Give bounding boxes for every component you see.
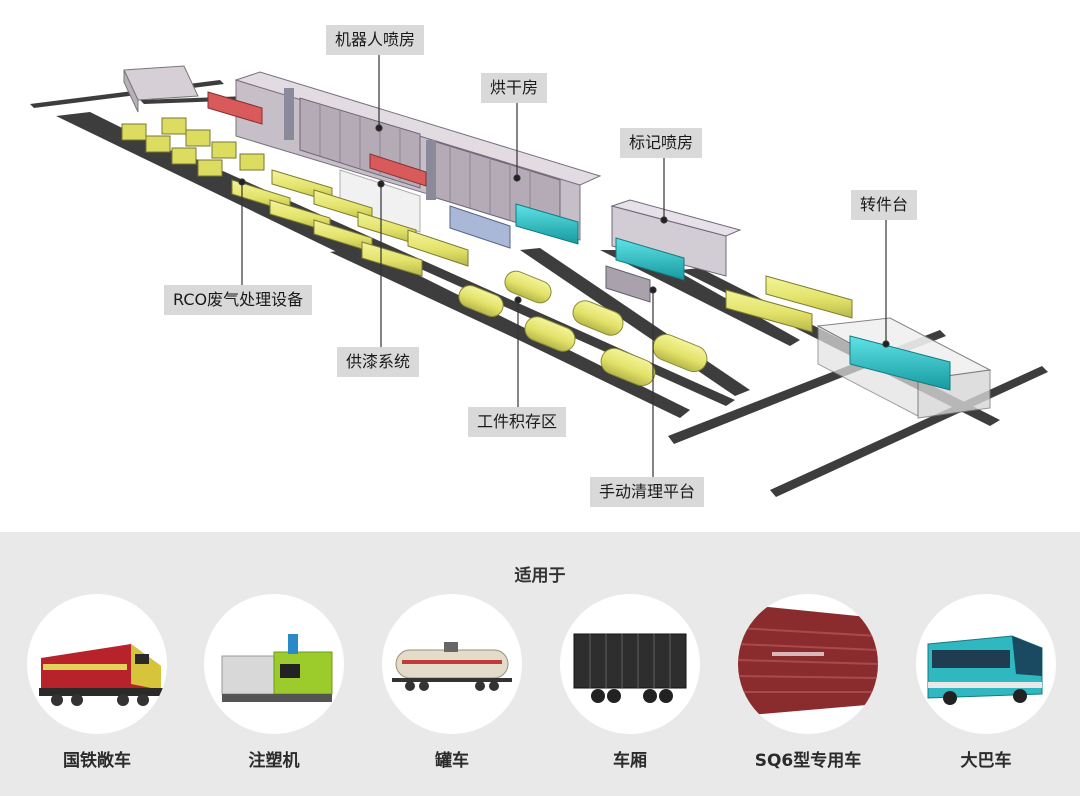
marking-spray-booth [605, 199, 742, 303]
application-item: 国铁敞车 [27, 594, 167, 771]
production-line-illustration [30, 54, 1048, 497]
injection-molding-machine-icon [221, 634, 333, 702]
applications-title: 适用于 [514, 566, 566, 586]
application-label: 大巴车 [960, 751, 1012, 771]
yellow-wagons [231, 169, 469, 277]
callout-marking-spray-booth: 标记喷房 [620, 128, 703, 158]
application-item: 大巴车 [916, 594, 1056, 771]
application-label: SQ6型专用车 [754, 751, 862, 771]
application-image-circle [916, 594, 1056, 734]
rco-carts [121, 117, 265, 177]
sq6-car-body-icon [738, 604, 878, 716]
application-item: 注塑机 [204, 594, 344, 771]
bus-icon [927, 635, 1043, 705]
callout-drying-room: 烘干房 [481, 73, 548, 103]
paint-booth-building [207, 71, 602, 249]
callout-transfer-table: 转件台 [851, 190, 918, 220]
callout-leader-lines [238, 54, 890, 478]
transfer-table-structure [816, 317, 992, 419]
freight-car-icon [573, 633, 687, 703]
callout-robot-spray-booth: 机器人喷房 [326, 25, 425, 55]
application-image-circle [560, 594, 700, 734]
production-line-diagram: 机器人喷房 烘干房 标记喷房 转件台 RCO废气处理设备 供漆系统 工件积存区 … [30, 25, 1048, 507]
transfer-yellow-wagons [725, 275, 853, 333]
applications-panel: 适用于 国铁敞车 注塑机 [0, 532, 1080, 796]
application-item: 罐车 [382, 594, 522, 771]
application-image-circle [382, 594, 522, 734]
callout-workpiece-storage-area: 工件积存区 [468, 407, 567, 437]
application-label: 注塑机 [248, 751, 300, 771]
application-label: 车厢 [613, 751, 647, 771]
application-image-circle [204, 594, 344, 734]
entrance-enclosure [123, 65, 199, 113]
application-image-circle [27, 594, 167, 734]
callout-manual-cleaning-platform: 手动清理平台 [590, 477, 705, 507]
application-label: 国铁敞车 [63, 751, 131, 771]
tank-wagon-icon [392, 642, 512, 691]
locomotive-icon [39, 644, 163, 706]
callout-rco-exhaust-treatment: RCO废气处理设备 [164, 285, 313, 315]
callout-paint-supply-system: 供漆系统 [337, 347, 420, 377]
application-label: 罐车 [435, 751, 469, 771]
application-item: SQ6型专用车 [738, 594, 878, 771]
storage-tank-cylinders [458, 270, 708, 387]
application-image-circle [738, 594, 878, 734]
application-item: 车厢 [560, 594, 700, 771]
